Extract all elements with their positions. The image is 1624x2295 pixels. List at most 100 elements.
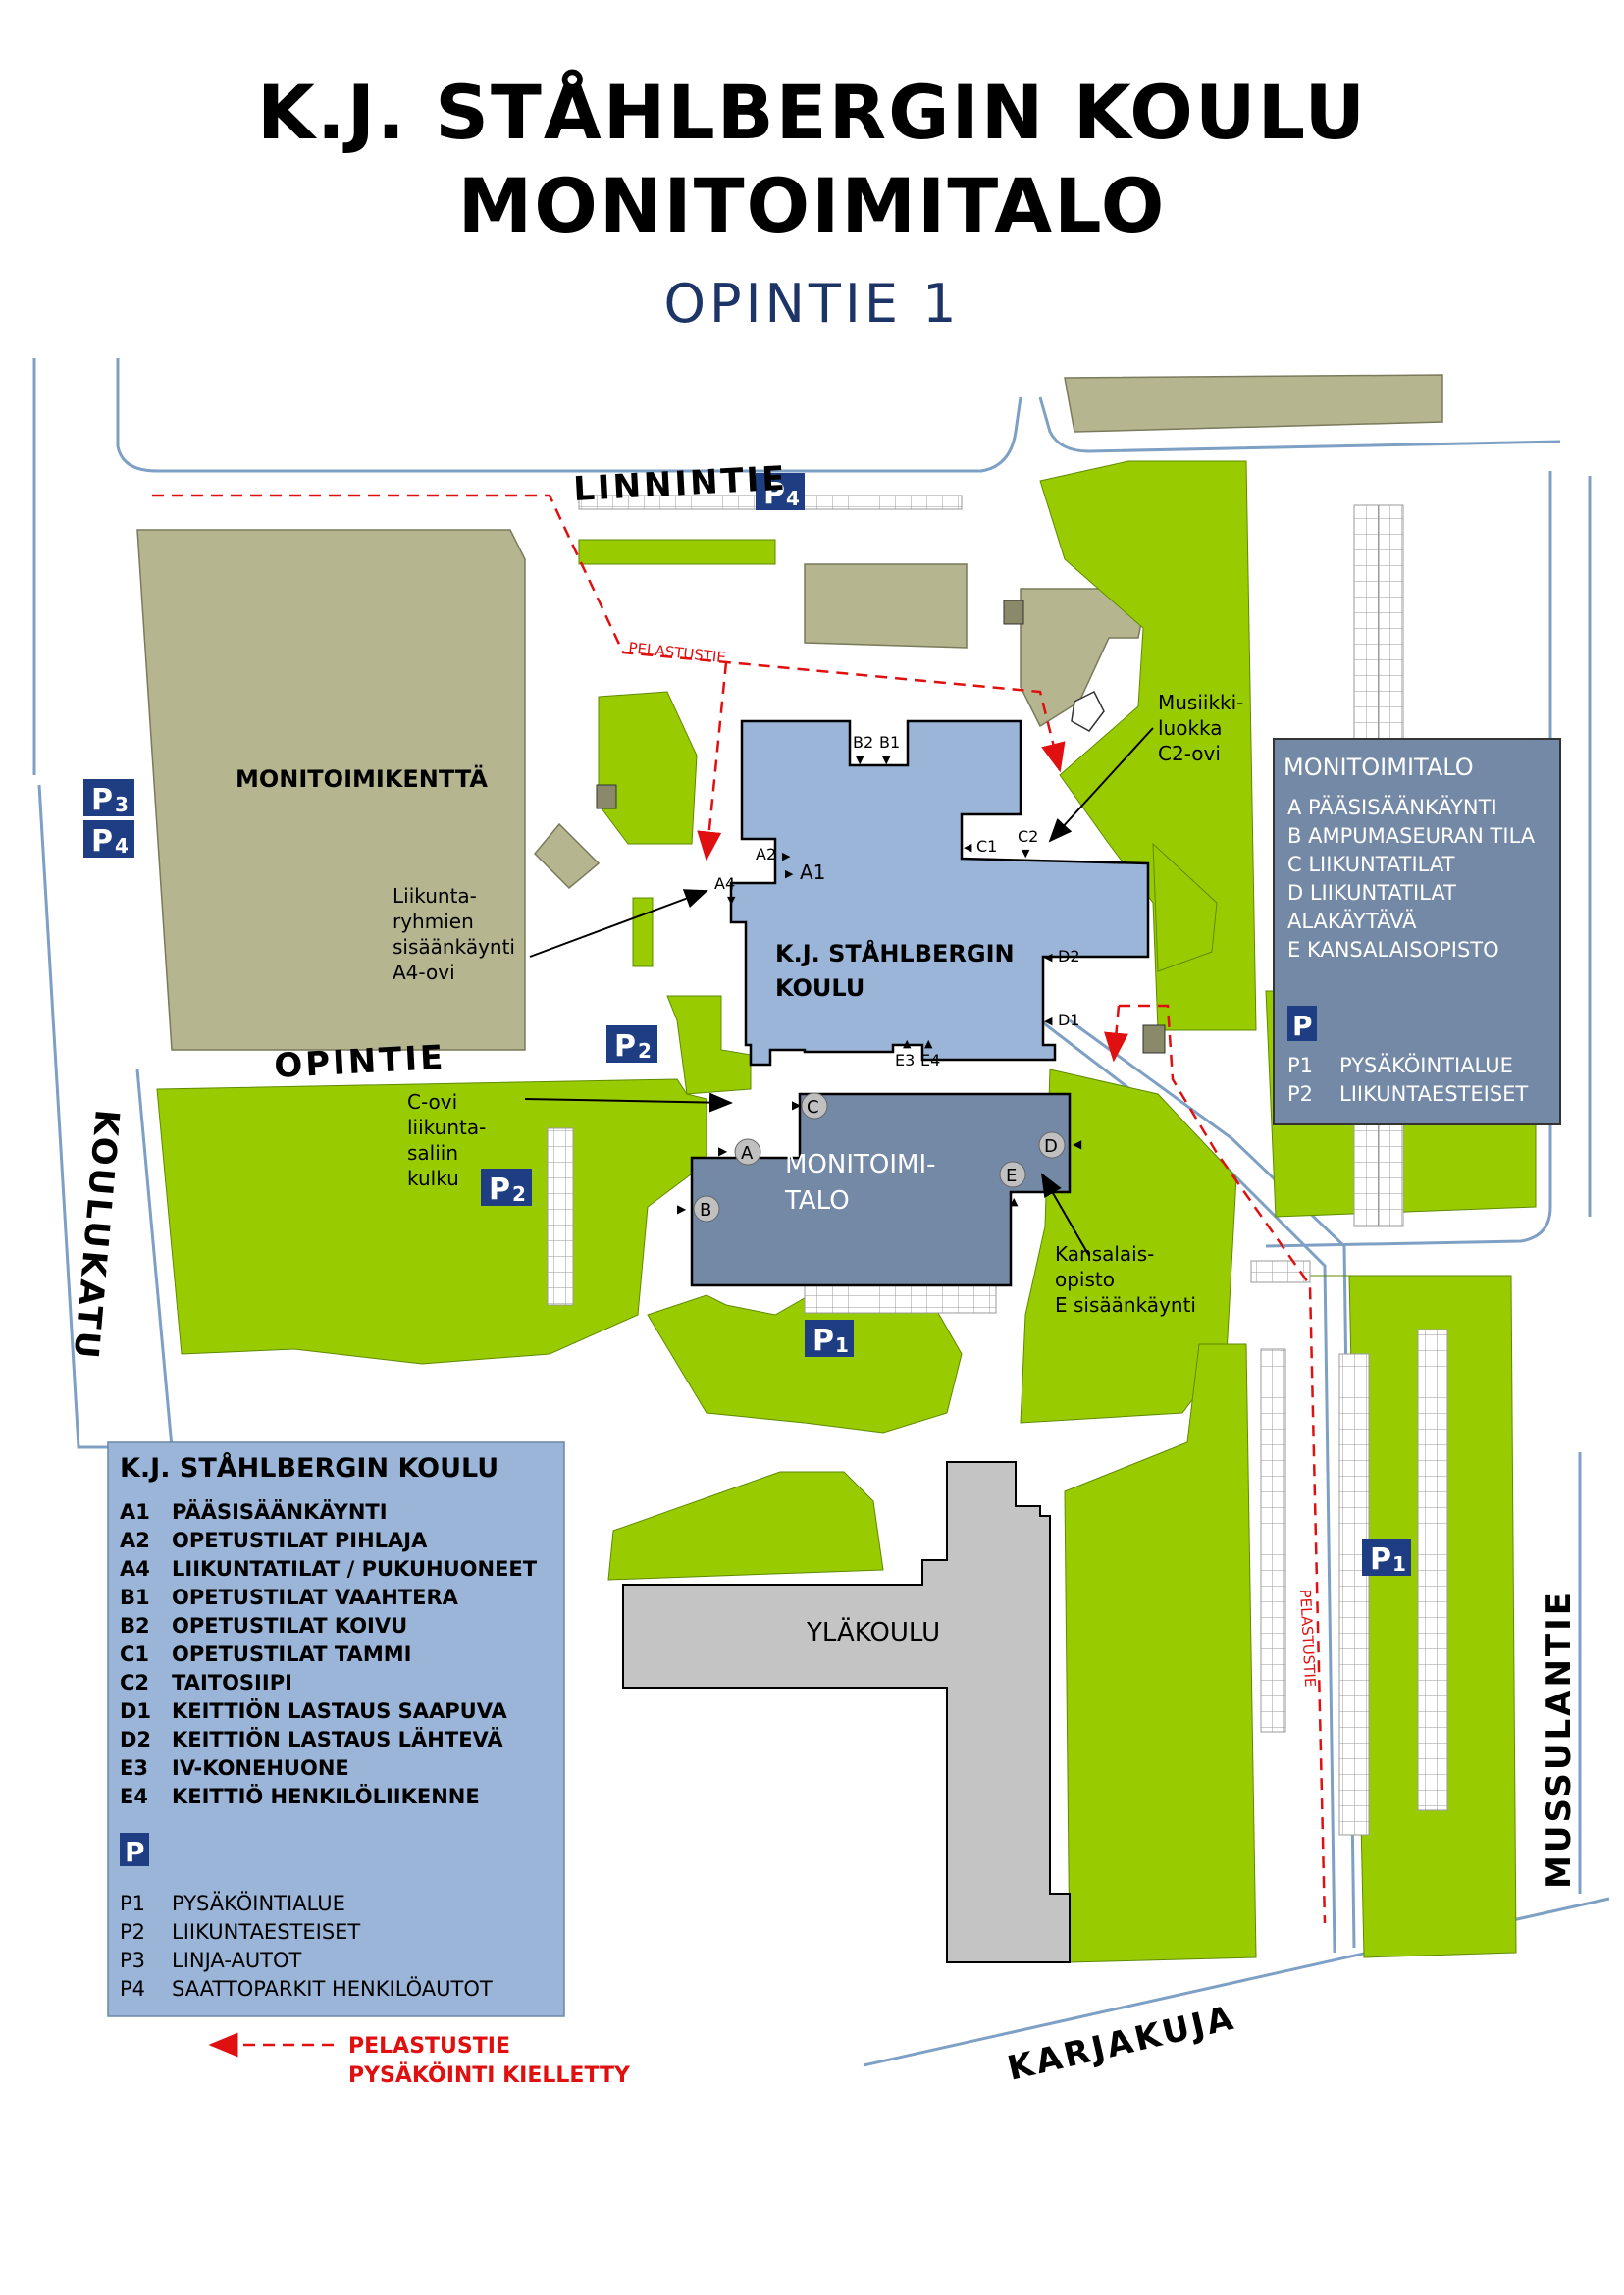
legend-mt-parking-code: P2 [1287,1082,1313,1106]
svg-text:E3: E3 [895,1051,915,1069]
svg-text:4: 4 [115,834,129,858]
svg-text:◀: ◀ [1044,951,1053,964]
svg-text:kulku: kulku [407,1167,459,1190]
legend-koulu-code: D2 [120,1728,151,1751]
legend-mt-parking-text: PYSÄKÖINTIALUE [1339,1053,1513,1077]
parking-badge-p1-east: P 1 [1362,1539,1411,1577]
legend-koulu-code: E3 [120,1756,148,1780]
label-pelastustie-east: PELASTUSTIE [1296,1589,1319,1688]
legend-mt-parking-text: LIIKUNTAESTEISET [1339,1082,1528,1106]
svg-text:K.J. STÅHLBERGIN KOULU: K.J. STÅHLBERGIN KOULU [120,1452,498,1484]
svg-text:E4: E4 [920,1051,940,1069]
svg-text:C2: C2 [1018,827,1038,846]
koulu-entrance-labels: B2 B1 ▼ ▼ C1 ◀ C2 ▼ A2 ▶ ▶ A1 A4 ▼ D2 ◀ … [714,733,1080,1069]
legend-koulu-text: OPETUSTILAT VAAHTERA [172,1586,459,1609]
legend-koulu-text: OPETUSTILAT KOIVU [172,1614,407,1638]
road-koulukatu: KOULUKATU [66,1108,127,1363]
svg-text:1: 1 [835,1333,849,1357]
rescue-route [152,494,1327,2058]
legend-koulu-text: LIIKUNTATILAT / PUKUHUONEET [172,1557,538,1581]
svg-text:2: 2 [512,1182,526,1206]
legend-koulu-code: B2 [120,1614,150,1638]
svg-text:P: P [812,1324,834,1358]
svg-text:3: 3 [115,793,129,816]
svg-text:▼: ▼ [727,894,736,907]
legend-koulu-code: A4 [120,1557,150,1581]
legend-mt-item: D LIIKUNTATILAT [1287,881,1456,905]
svg-text:liikunta-: liikunta- [407,1116,486,1139]
svg-text:▼: ▼ [1022,847,1030,860]
parking-badge-p2-lot: P 2 [481,1169,532,1207]
legend-koulu-parking-text: SAATTOPARKIT HENKILÖAUTOT [172,1976,493,2001]
svg-text:B2: B2 [853,733,873,752]
svg-text:A4-ovi: A4-ovi [393,961,455,984]
svg-text:▶: ▶ [677,1202,687,1216]
parking-badge-p4-top: P 4 [756,473,805,511]
svg-text:▼: ▼ [882,754,891,766]
legend-mt-item: E KANSALAISOPISTO [1287,938,1499,962]
legend-koulu-text: OPETUSTILAT TAMMI [172,1643,411,1666]
legend-koulu-text: KEITTIÖN LASTAUS SAAPUVA [172,1698,508,1723]
svg-text:▶: ▶ [718,1144,728,1158]
bottom-legend-line2: PYSÄKÖINTI KIELLETTY [348,2062,631,2088]
address: OPINTIE 1 [663,273,961,335]
svg-text:▶: ▶ [792,1098,802,1112]
svg-text:saliin: saliin [407,1141,458,1165]
svg-text:D2: D2 [1058,947,1080,965]
legend-mt-item: B AMPUMASEURAN TILA [1287,824,1536,848]
legend-koulu-code: B1 [120,1586,150,1609]
legend-koulu-code: A1 [120,1500,150,1524]
parking-badge-p2-road: P 2 [606,1025,657,1064]
annotation-kansalaisopisto: Kansalais- opisto E sisäänkäynti [1055,1242,1196,1317]
svg-text:Liikunta-: Liikunta- [393,884,477,908]
svg-text:P: P [125,1836,145,1868]
svg-text:◀: ◀ [1044,1015,1053,1027]
parking-badge-p4-left: P 4 [83,820,134,859]
legend-koulu-text: PÄÄSISÄÄNKÄYNTI [172,1499,388,1524]
bottom-legend-line1: PELASTUSTIE [348,2034,510,2059]
road-karjakuja: KARJAKUJA [1004,1998,1239,2088]
legend-koulu-parking-text: PYSÄKÖINTIALUE [172,1891,345,1915]
legend-koulu-parking-code: P4 [120,1977,145,2001]
label-koulu-1: K.J. STÅHLBERGIN [775,939,1015,967]
title-line-2: MONITOIMITALO [457,162,1167,249]
svg-text:MONITOIMITALO: MONITOIMITALO [1283,754,1474,781]
koulu-building [729,719,1150,1067]
annotation-liikunta: Liikunta- ryhmien sisäänkäynti A4-ovi [393,884,515,984]
parking-badge-p3: P 3 [83,779,134,817]
svg-text:B: B [700,1200,711,1221]
legend-mt-item: C LIIKUNTATILAT [1287,853,1455,876]
svg-text:C-ovi: C-ovi [407,1090,457,1114]
svg-text:sisäänkäynti: sisäänkäynti [393,935,515,959]
svg-text:2: 2 [638,1039,652,1063]
legend-koulu-code: C1 [120,1643,149,1666]
legend-koulu-parking-code: P2 [120,1920,145,1944]
label-koulu-2: KOULU [775,974,864,1002]
ylakoulu-building [622,1461,1071,1963]
svg-text:P: P [614,1029,636,1064]
legend-koulu-text: IV-KONEHUONE [172,1756,349,1780]
svg-text:B1: B1 [879,733,900,752]
legend-mt-parking-code: P1 [1287,1054,1313,1077]
svg-text:E sisäänkäynti: E sisäänkäynti [1055,1293,1196,1317]
svg-text:P: P [91,824,113,859]
svg-text:▼: ▼ [856,754,864,766]
svg-text:Musiikki-: Musiikki- [1158,691,1243,714]
legend-koulu-text: OPETUSTILAT PIHLAJA [172,1529,428,1552]
legend-koulu-parking-text: LINJA-AUTOT [172,1949,302,1972]
legend-mt-item: A PÄÄSISÄÄNKÄYNTI [1287,795,1497,819]
legend-koulu-text: KEITTIÖ HENKILÖLIIKENNE [172,1784,480,1808]
svg-text:P: P [1292,1010,1313,1042]
annotation-musiikki: Musiikki- luokka C2-ovi [1158,691,1243,765]
label-monitoimikentta: MONITOIMIKENTTÄ [236,764,488,793]
legend-monitoimitalo: MONITOIMITALO A PÄÄSISÄÄNKÄYNTI B AMPUMAS… [1273,738,1561,1125]
svg-text:C: C [807,1097,819,1118]
svg-text:▶: ▶ [785,867,794,880]
svg-text:▲: ▲ [924,1037,933,1050]
svg-text:A2: A2 [756,845,776,863]
svg-text:C1: C1 [976,837,997,856]
legend-koulu-parking-code: P1 [120,1892,145,1915]
legend-koulu: K.J. STÅHLBERGIN KOULU A1 PÄÄSISÄÄNKÄYNTI… [107,1441,565,2017]
svg-text:D: D [1044,1136,1058,1157]
svg-text:ryhmien: ryhmien [393,910,474,933]
